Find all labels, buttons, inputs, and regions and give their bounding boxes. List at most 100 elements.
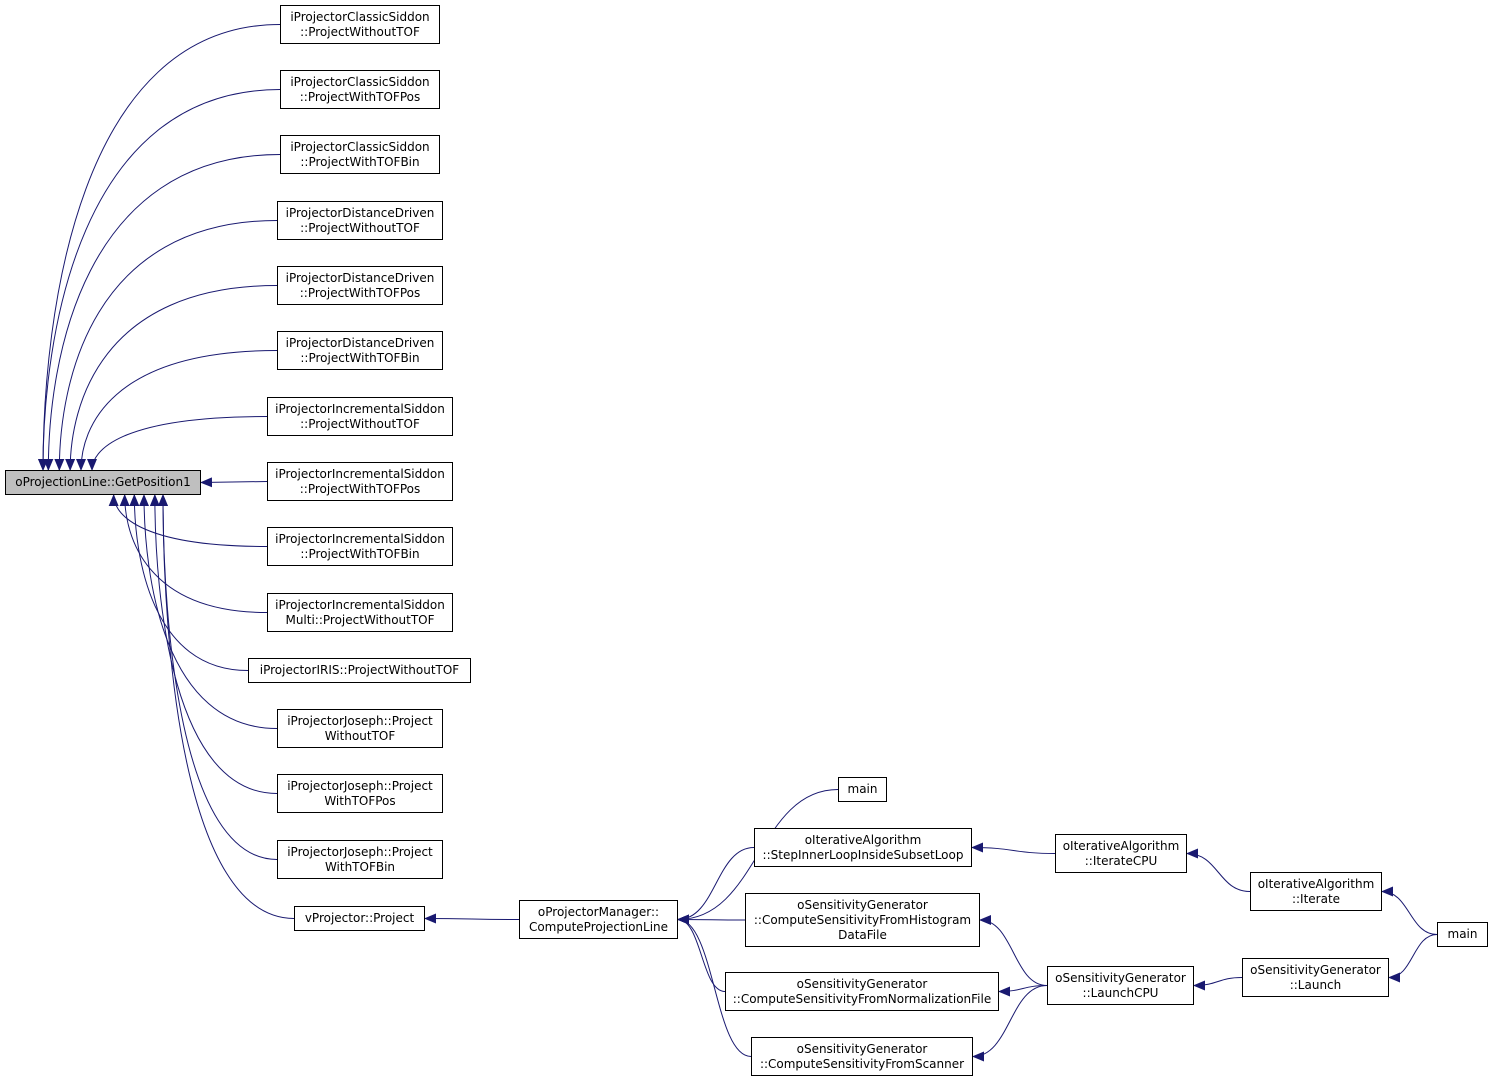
graph-node[interactable]: oProjectorManager::ComputeProjectionLine bbox=[519, 900, 678, 939]
node-label-line: ::ComputeSensitivityFromNormalizationFil… bbox=[732, 991, 992, 1006]
node-label-line: iProjectorJoseph::Project bbox=[287, 778, 433, 793]
node-label-line: oIterativeAlgorithm bbox=[804, 832, 922, 847]
node-label-line: iProjectorDistanceDriven bbox=[285, 270, 435, 285]
node-label-line: ::ProjectWithTOFBin bbox=[300, 350, 420, 365]
node-label-line: oSensitivityGenerator bbox=[796, 976, 928, 991]
node-label-line: ::ProjectWithTOFBin bbox=[300, 546, 420, 561]
call-edge bbox=[677, 914, 726, 992]
graph-node[interactable]: main bbox=[1437, 922, 1488, 947]
call-edge bbox=[139, 494, 278, 729]
node-label-line: ::ProjectWithTOFPos bbox=[299, 285, 421, 300]
graph-node[interactable]: iProjectorIRIS::ProjectWithoutTOF bbox=[248, 658, 471, 683]
call-edge bbox=[108, 494, 268, 547]
graph-node[interactable]: oSensitivityGenerator::Launch bbox=[1242, 958, 1389, 997]
graph-node[interactable]: iProjectorDistanceDriven::ProjectWithTOF… bbox=[277, 331, 443, 370]
call-edge bbox=[1381, 886, 1438, 935]
node-label-line: main bbox=[847, 782, 878, 796]
call-edge bbox=[1186, 848, 1251, 892]
graph-node[interactable]: main bbox=[838, 777, 887, 802]
node-label-line: iProjectorClassicSiddon bbox=[290, 139, 430, 154]
node-label-line: ::ComputeSensitivityFromHistogram bbox=[753, 912, 972, 927]
node-label-line: ::ProjectWithTOFBin bbox=[300, 154, 420, 169]
node-label-line: iProjectorIncrementalSiddon bbox=[275, 466, 445, 481]
node-label-line: ::ProjectWithoutTOF bbox=[300, 220, 420, 235]
focus-node: oProjectionLine::GetPosition1 bbox=[5, 470, 201, 495]
node-label-line: oIterativeAlgorithm bbox=[1062, 838, 1180, 853]
node-label-line: iProjectorIRIS::ProjectWithoutTOF bbox=[259, 663, 460, 677]
call-edge bbox=[1388, 934, 1438, 983]
call-edge bbox=[43, 154, 281, 471]
call-edge bbox=[38, 89, 281, 471]
node-label-line: ::ProjectWithoutTOF bbox=[300, 416, 420, 431]
node-label-line: oSensitivityGenerator bbox=[1250, 962, 1381, 977]
node-label-line: iProjectorJoseph::Project bbox=[287, 844, 433, 859]
node-label-line: ::ProjectWithTOFPos bbox=[299, 89, 421, 104]
node-label-line: oSensitivityGenerator bbox=[796, 1041, 928, 1056]
call-edge bbox=[979, 915, 1048, 986]
node-label-line: oProjectorManager:: bbox=[537, 904, 660, 919]
node-label-line: ::ProjectWithTOFPos bbox=[299, 481, 421, 496]
call-edge bbox=[38, 24, 281, 471]
call-edge bbox=[158, 494, 295, 919]
node-label-line: WithTOFPos bbox=[324, 793, 396, 808]
node-label-line: iProjectorIncrementalSiddon bbox=[275, 531, 445, 546]
call-edge bbox=[129, 494, 249, 671]
graph-node[interactable]: oSensitivityGenerator::ComputeSensitivit… bbox=[745, 893, 980, 947]
graph-node[interactable]: iProjectorIncrementalSiddon::ProjectWith… bbox=[267, 527, 453, 566]
graph-node[interactable]: oIterativeAlgorithm::Iterate bbox=[1250, 872, 1382, 911]
node-label-line: main bbox=[1447, 927, 1478, 941]
graph-node[interactable]: iProjectorIncrementalSiddon::ProjectWith… bbox=[267, 397, 453, 436]
graph-node[interactable]: oIterativeAlgorithm::StepInnerLoopInside… bbox=[754, 828, 972, 867]
node-label-line: ::Iterate bbox=[1291, 891, 1341, 906]
node-label-line: iProjectorClassicSiddon bbox=[290, 74, 430, 89]
call-edge bbox=[1193, 977, 1243, 991]
node-label-line: oProjectionLine::GetPosition1 bbox=[15, 475, 191, 489]
call-edge bbox=[424, 913, 520, 924]
call-edge bbox=[677, 914, 752, 1057]
graph-node[interactable]: iProjectorClassicSiddon::ProjectWithoutT… bbox=[280, 5, 440, 44]
node-label-line: iProjectorDistanceDriven bbox=[285, 335, 435, 350]
node-label-line: ::ComputeSensitivityFromScanner bbox=[759, 1056, 965, 1071]
graph-node[interactable]: vProjector::Project bbox=[294, 906, 425, 931]
graph-node[interactable]: iProjectorIncrementalSiddon::ProjectWith… bbox=[267, 462, 453, 501]
graph-node[interactable]: iProjectorDistanceDriven::ProjectWithout… bbox=[277, 201, 443, 240]
node-label-line: iProjectorIncrementalSiddon bbox=[275, 597, 445, 612]
call-edge bbox=[677, 914, 746, 925]
graph-node[interactable]: oSensitivityGenerator::ComputeSensitivit… bbox=[725, 972, 999, 1011]
call-edge bbox=[677, 847, 755, 925]
call-edge bbox=[119, 494, 268, 613]
call-edge bbox=[149, 494, 278, 794]
node-label-line: WithoutTOF bbox=[324, 728, 396, 743]
node-label-line: oSensitivityGenerator bbox=[797, 897, 928, 912]
graph-node[interactable]: iProjectorDistanceDriven::ProjectWithTOF… bbox=[277, 266, 443, 305]
graph-node[interactable]: oSensitivityGenerator::ComputeSensitivit… bbox=[751, 1037, 973, 1076]
node-label-line: oSensitivityGenerator bbox=[1055, 970, 1186, 985]
node-label-line: vProjector::Project bbox=[304, 911, 415, 925]
graph-node[interactable]: iProjectorClassicSiddon::ProjectWithTOFB… bbox=[280, 135, 440, 174]
graph-node[interactable]: oSensitivityGenerator::LaunchCPU bbox=[1047, 966, 1194, 1005]
node-label-line: DataFile bbox=[838, 927, 887, 942]
node-label-line: Multi::ProjectWithoutTOF bbox=[285, 612, 435, 627]
node-label-line: ::LaunchCPU bbox=[1082, 985, 1159, 1000]
call-edge bbox=[200, 477, 268, 488]
call-edge bbox=[87, 416, 268, 471]
node-label-line: iProjectorClassicSiddon bbox=[290, 9, 430, 24]
call-edge bbox=[76, 350, 278, 471]
call-edge bbox=[972, 985, 1048, 1062]
node-label-line: iProjectorIncrementalSiddon bbox=[275, 401, 445, 416]
node-label-line: ComputeProjectionLine bbox=[528, 919, 669, 934]
node-label-line: iProjectorJoseph::Project bbox=[287, 713, 433, 728]
node-label-line: iProjectorDistanceDriven bbox=[285, 205, 435, 220]
node-label-line: ::IterateCPU bbox=[1084, 853, 1158, 868]
node-label-line: ::Launch bbox=[1289, 977, 1342, 992]
node-label-line: WithTOFBin bbox=[324, 859, 396, 874]
graph-node[interactable]: oIterativeAlgorithm::IterateCPU bbox=[1055, 834, 1187, 873]
graph-node[interactable]: iProjectorClassicSiddon::ProjectWithTOFP… bbox=[280, 70, 440, 109]
node-label-line: oIterativeAlgorithm bbox=[1257, 876, 1375, 891]
